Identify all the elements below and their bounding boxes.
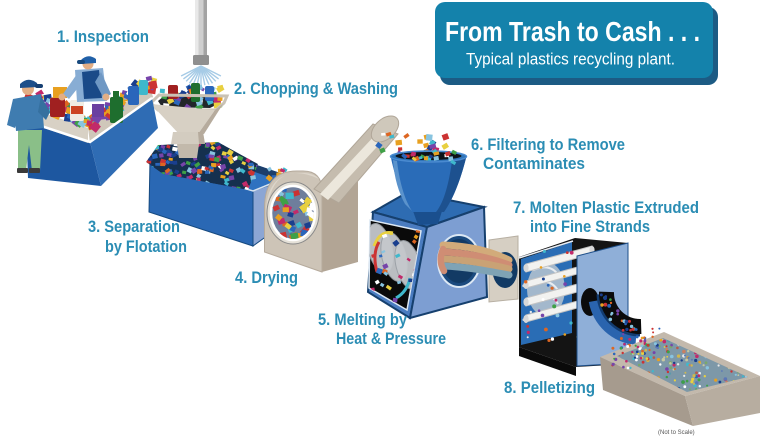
svg-text:4. Drying: 4. Drying [235,268,298,287]
svg-text:Typical plastics recycling pla: Typical plastics recycling plant. [466,50,675,69]
svg-text:1. Inspection: 1. Inspection [57,27,149,46]
svg-text:2. Chopping & Washing: 2. Chopping & Washing [234,79,398,98]
svg-text:5. Melting by: 5. Melting by [318,310,408,329]
svg-text:7. Molten Plastic Extruded: 7. Molten Plastic Extruded [513,198,699,217]
svg-text:(Not to Scale): (Not to Scale) [658,430,695,436]
svg-text:8. Pelletizing: 8. Pelletizing [504,378,595,397]
svg-text:From Trash to Cash . . .: From Trash to Cash . . . [445,16,700,47]
svg-text:into Fine Strands: into Fine Strands [530,217,650,236]
svg-text:Contaminates: Contaminates [483,154,585,173]
svg-text:6. Filtering to Remove: 6. Filtering to Remove [471,135,625,154]
svg-text:3. Separation: 3. Separation [88,217,180,236]
svg-text:Heat & Pressure: Heat & Pressure [336,329,446,348]
svg-text:by Flotation: by Flotation [105,237,187,256]
